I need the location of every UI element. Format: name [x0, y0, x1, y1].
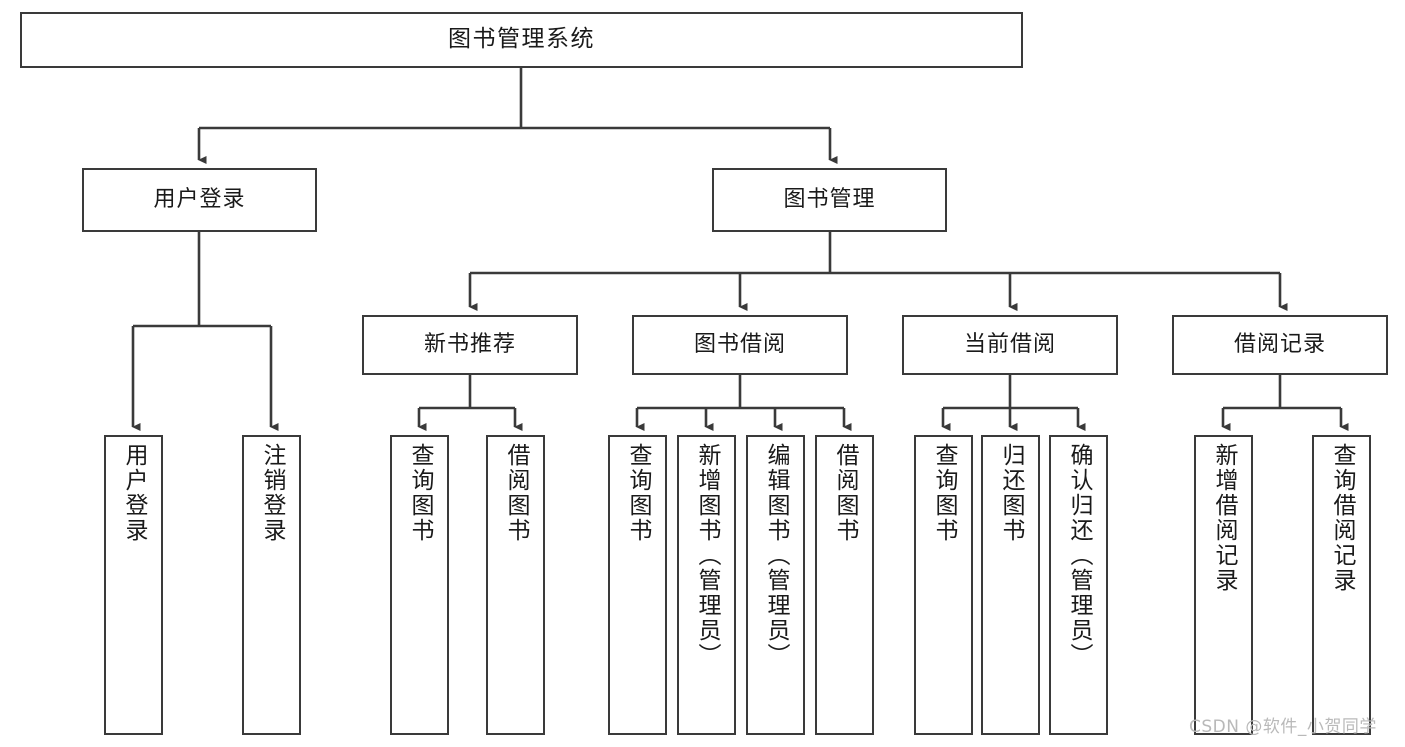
leaf-query-borrow-record[interactable]: 查询借阅记录	[1312, 435, 1371, 735]
leaf-add-book-admin[interactable]: 新增图书（管理员）	[677, 435, 736, 735]
leaf-logout[interactable]: 注销登录	[242, 435, 301, 735]
leaf-confirm-return-admin-label: 确认归还（管理员）	[1066, 443, 1092, 668]
node-current-borrow[interactable]: 当前借阅	[902, 315, 1118, 375]
leaf-new-book-query[interactable]: 查询图书	[390, 435, 449, 735]
leaf-new-book-borrow-label: 借阅图书	[503, 443, 529, 543]
node-borrow-record[interactable]: 借阅记录	[1172, 315, 1388, 375]
node-user-login[interactable]: 用户登录	[82, 168, 317, 232]
leaf-logout-label: 注销登录	[259, 443, 285, 543]
leaf-borrow-query-book[interactable]: 查询图书	[608, 435, 667, 735]
leaf-user-login-label: 用户登录	[121, 443, 147, 543]
leaf-borrow-book-label: 借阅图书	[832, 443, 858, 543]
leaf-add-borrow-record-label: 新增借阅记录	[1211, 443, 1237, 593]
node-book-manage[interactable]: 图书管理	[712, 168, 947, 232]
node-root-system[interactable]: 图书管理系统	[20, 12, 1023, 68]
node-current-borrow-label: 当前借阅	[963, 331, 1056, 357]
leaf-borrow-query-book-label: 查询图书	[625, 443, 651, 543]
leaf-user-login[interactable]: 用户登录	[104, 435, 163, 735]
leaf-current-query-book-label: 查询图书	[931, 443, 957, 543]
leaf-new-book-query-label: 查询图书	[407, 443, 433, 543]
leaf-edit-book-admin[interactable]: 编辑图书（管理员）	[746, 435, 805, 735]
node-root-label: 图书管理系统	[448, 26, 595, 53]
node-borrow-record-label: 借阅记录	[1233, 331, 1326, 357]
leaf-return-book[interactable]: 归还图书	[981, 435, 1040, 735]
node-book-borrow-label: 图书借阅	[693, 331, 786, 357]
node-book-manage-label: 图书管理	[783, 186, 876, 212]
node-user-login-label: 用户登录	[153, 186, 246, 212]
leaf-return-book-label: 归还图书	[998, 443, 1024, 543]
leaf-new-book-borrow[interactable]: 借阅图书	[486, 435, 545, 735]
leaf-add-book-admin-label: 新增图书（管理员）	[694, 443, 720, 668]
leaf-edit-book-admin-label: 编辑图书（管理员）	[763, 443, 789, 668]
leaf-query-borrow-record-label: 查询借阅记录	[1329, 443, 1355, 593]
leaf-current-query-book[interactable]: 查询图书	[914, 435, 973, 735]
leaf-confirm-return-admin[interactable]: 确认归还（管理员）	[1049, 435, 1108, 735]
node-new-book-recommend[interactable]: 新书推荐	[362, 315, 578, 375]
leaf-borrow-book[interactable]: 借阅图书	[815, 435, 874, 735]
leaf-add-borrow-record[interactable]: 新增借阅记录	[1194, 435, 1253, 735]
node-book-borrow[interactable]: 图书借阅	[632, 315, 848, 375]
node-new-book-recommend-label: 新书推荐	[423, 331, 516, 357]
